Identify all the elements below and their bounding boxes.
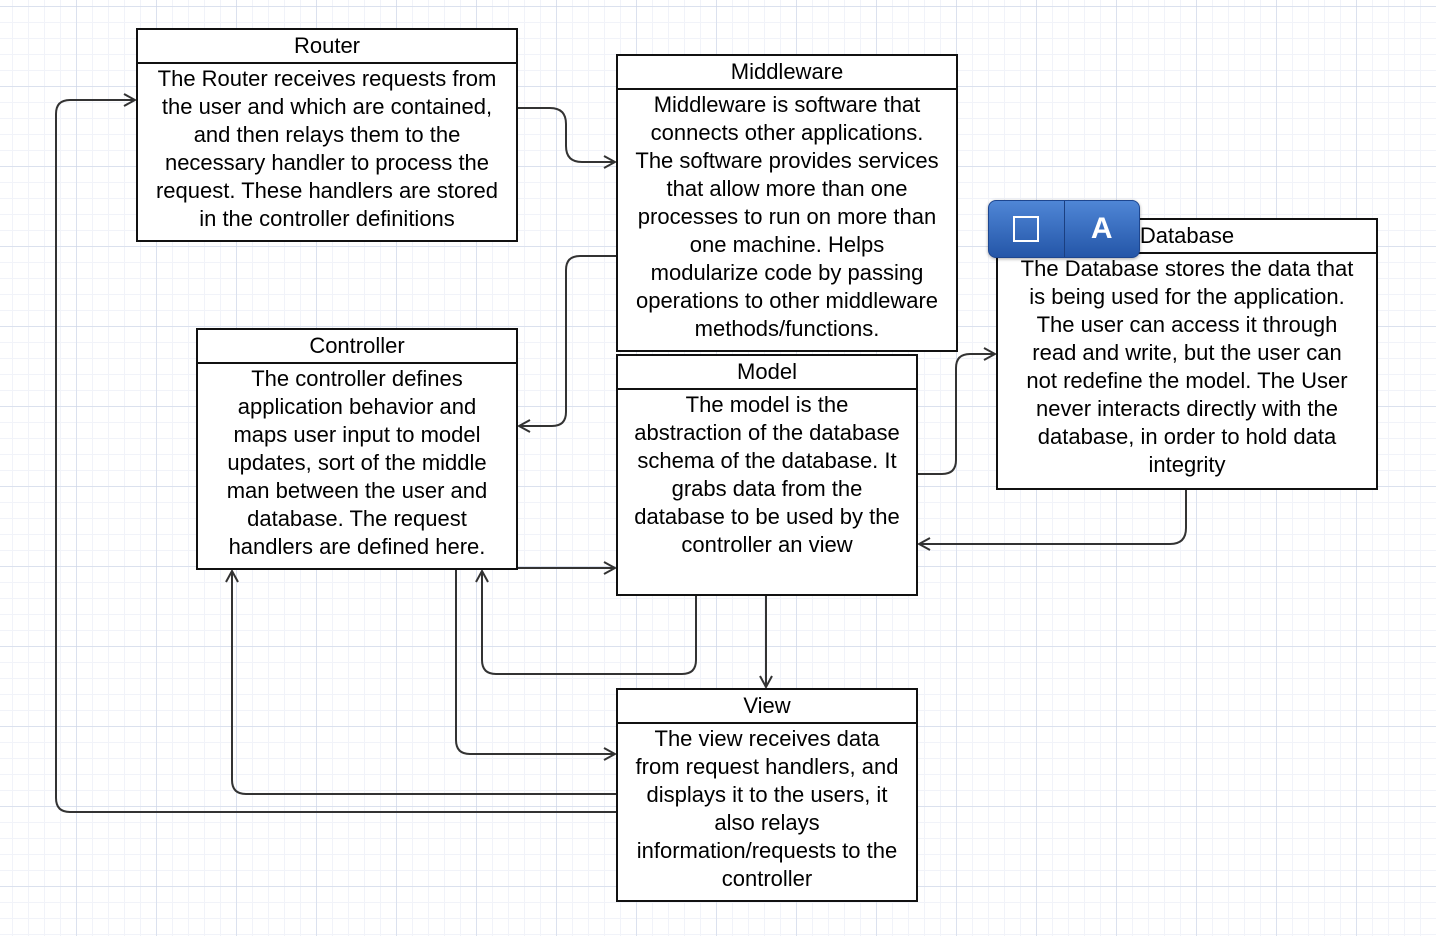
add-shape-button[interactable] bbox=[989, 201, 1064, 257]
text-icon: A bbox=[1090, 212, 1113, 245]
database-line: is being used for the application. bbox=[1029, 284, 1345, 309]
middleware-box[interactable]: Middleware Middleware is software that c… bbox=[616, 54, 958, 352]
view-line: information/requests to the bbox=[636, 838, 898, 863]
model-box[interactable]: Model The model is the abstraction of th… bbox=[616, 354, 918, 596]
view-box[interactable]: View The view receives data from request… bbox=[616, 688, 918, 902]
controller-box[interactable]: Controller The controller defines applic… bbox=[196, 328, 518, 570]
model-title: Model bbox=[618, 356, 916, 390]
edge-middleware-to-controller bbox=[520, 255, 616, 426]
shape-edit-toolbar: A bbox=[988, 200, 1140, 258]
router-title: Router bbox=[138, 30, 516, 64]
database-description: The Database stores the data that is bei… bbox=[998, 254, 1376, 479]
controller-line: application behavior and bbox=[237, 394, 477, 419]
database-line: The user can access it through bbox=[1036, 312, 1338, 337]
middleware-line: Middleware is software that bbox=[653, 92, 921, 117]
database-line: database, in order to hold data bbox=[1037, 424, 1337, 449]
controller-line: handlers are defined here. bbox=[228, 534, 486, 559]
middleware-line: methods/functions. bbox=[694, 316, 880, 341]
database-line: never interacts directly with the bbox=[1035, 396, 1339, 421]
model-description: The model is the abstraction of the data… bbox=[618, 390, 916, 559]
database-line: read and write, but the user can bbox=[1032, 340, 1342, 365]
view-line: controller bbox=[721, 866, 813, 891]
middleware-line: one machine. Helps bbox=[689, 232, 885, 257]
middleware-line: processes to run on more than bbox=[637, 204, 937, 229]
database-box[interactable]: Database The Database stores the data th… bbox=[996, 218, 1378, 490]
view-line: displays it to the users, it bbox=[646, 782, 888, 807]
router-line: in the controller definitions bbox=[199, 206, 455, 231]
controller-description: The controller defines application behav… bbox=[198, 364, 516, 561]
database-line: not redefine the model. The User bbox=[1026, 368, 1348, 393]
router-line: The Router receives requests from bbox=[157, 66, 497, 91]
model-line: controller an view bbox=[681, 532, 853, 557]
router-line: request. These handlers are stored bbox=[155, 178, 499, 203]
edge-view-to-controller bbox=[232, 572, 616, 795]
middleware-line: connects other applications. bbox=[650, 120, 924, 145]
edit-text-button[interactable]: A bbox=[1063, 201, 1140, 257]
model-line: grabs data from the bbox=[671, 476, 863, 501]
view-line: from request handlers, and bbox=[635, 754, 899, 779]
view-line: also relays bbox=[714, 810, 820, 835]
controller-title: Controller bbox=[198, 330, 516, 364]
controller-line: updates, sort of the middle bbox=[227, 450, 487, 475]
middleware-line: modularize code by passing bbox=[650, 260, 924, 285]
router-box[interactable]: Router The Router receives requests from… bbox=[136, 28, 518, 242]
database-line: The Database stores the data that bbox=[1020, 256, 1354, 281]
model-line: database to be used by the bbox=[634, 504, 900, 529]
edge-controller-to-view bbox=[455, 570, 614, 754]
middleware-line: The software provides services bbox=[635, 148, 939, 173]
model-line: abstraction of the database bbox=[634, 420, 900, 445]
middleware-line: that allow more than one bbox=[666, 176, 908, 201]
view-description: The view receives data from request hand… bbox=[618, 724, 916, 893]
controller-line: The controller defines bbox=[251, 366, 463, 391]
controller-line: man between the user and bbox=[226, 478, 488, 503]
router-line: necessary handler to process the bbox=[164, 150, 490, 175]
controller-line: database. The request bbox=[247, 506, 467, 531]
edge-router-to-middleware bbox=[518, 107, 614, 162]
model-line: schema of the database. It bbox=[637, 448, 897, 473]
database-title: Database bbox=[998, 220, 1376, 254]
middleware-description: Middleware is software that connects oth… bbox=[618, 90, 956, 343]
edge-model-to-database bbox=[918, 354, 994, 475]
controller-line: maps user input to model bbox=[233, 422, 481, 447]
model-line: The model is the bbox=[685, 392, 849, 417]
view-title: View bbox=[618, 690, 916, 724]
edge-database-to-model bbox=[920, 490, 1187, 544]
router-line: and then relays them to the bbox=[193, 122, 461, 147]
middleware-line: operations to other middleware bbox=[635, 288, 939, 313]
database-line: integrity bbox=[1148, 452, 1226, 477]
square-shape-icon bbox=[1013, 216, 1040, 242]
router-description: The Router receives requests from the us… bbox=[138, 64, 516, 233]
router-line: the user and which are contained, bbox=[161, 94, 493, 119]
middleware-title: Middleware bbox=[618, 56, 956, 90]
view-line: The view receives data bbox=[654, 726, 880, 751]
